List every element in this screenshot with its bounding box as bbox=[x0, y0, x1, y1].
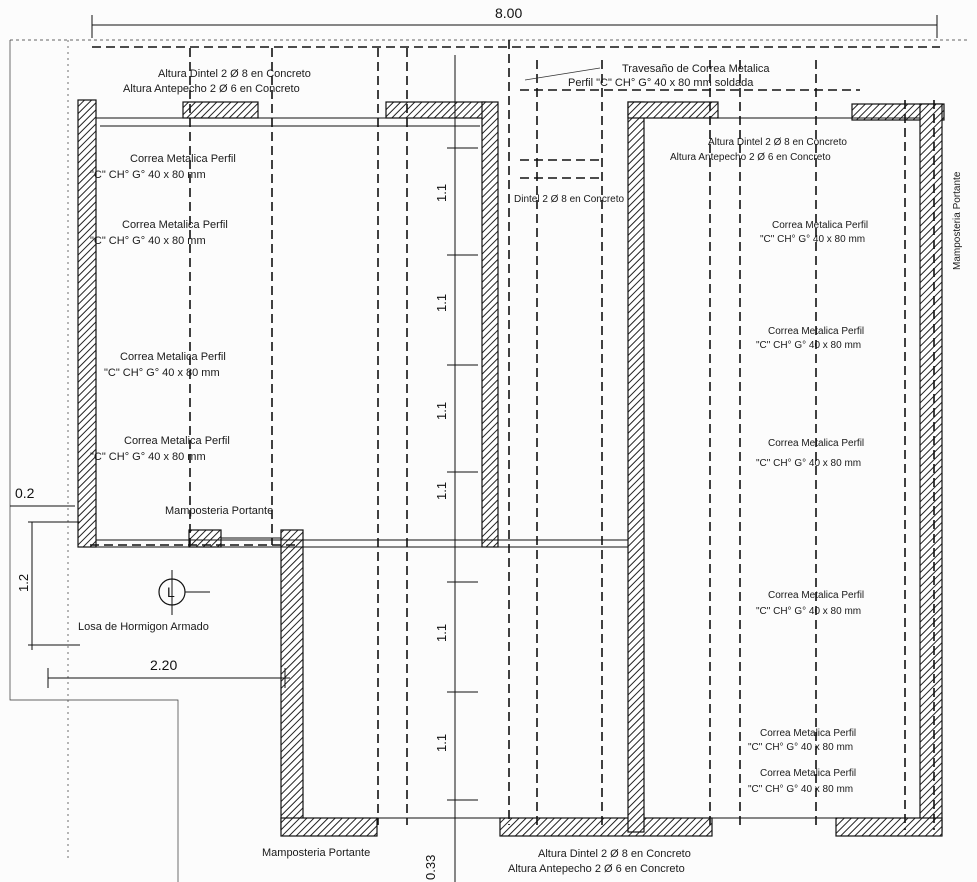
wall-lower-west bbox=[280, 529, 304, 831]
top-left-antepecho: Altura Antepecho 2 Ø 6 en Concreto bbox=[123, 83, 300, 95]
wall-left-room-east bbox=[481, 101, 499, 548]
overall-dimension: 8.00 bbox=[10, 5, 970, 41]
spacing-1-label: 1.1 bbox=[434, 184, 449, 202]
central-dimension-line: 1.1 1.1 1.1 1.1 1.1 1.1 0.33 bbox=[423, 55, 478, 882]
left-purlin-1-spec: "C" CH° G° 40 x 80 mm bbox=[90, 169, 206, 181]
left-purlin-3-spec: "C" CH° G° 40 x 80 mm bbox=[104, 367, 220, 379]
slab-area: 0.2 1.2 2.20 L Losa de Hormigon Armado bbox=[10, 485, 290, 688]
wall-right-room-east bbox=[919, 103, 943, 833]
right-purlin-4-title: Correa Metalica Perfil bbox=[768, 590, 864, 601]
right-dintel: Altura Dintel 2 Ø 8 en Concreto bbox=[708, 137, 847, 148]
right-purlin-6-title: Correa Metalica Perfil bbox=[760, 768, 856, 779]
right-purlin-2-title: Correa Metalica Perfil bbox=[768, 326, 864, 337]
right-purlin-3-spec: "C" CH° G° 40 x 80 mm bbox=[756, 458, 861, 469]
slab-label: Losa de Hormigon Armado bbox=[78, 621, 209, 633]
mamposteria-bottom-label: Mamposteria Portante bbox=[262, 847, 370, 859]
wall-right-room-south bbox=[835, 817, 943, 837]
right-purlin-1-spec: "C" CH° G° 40 x 80 mm bbox=[760, 234, 865, 245]
spacing-3-label: 1.1 bbox=[434, 402, 449, 420]
mamposteria-side-label: Mamposteria Portante bbox=[952, 171, 963, 270]
wall-left-room-north-b bbox=[385, 101, 487, 119]
left-purlin-4-spec: "C" CH° G° 40 x 80 mm bbox=[90, 451, 206, 463]
right-purlin-6-spec: "C" CH° G° 40 x 80 mm bbox=[748, 784, 853, 795]
wall-lower-south-a bbox=[280, 817, 378, 837]
left-purlin-1-title: Correa Metalica Perfil bbox=[130, 153, 236, 165]
left-purlin-2-spec: "C" CH° G° 40 x 80 mm bbox=[90, 235, 206, 247]
slab-width-label: 2.20 bbox=[150, 657, 177, 673]
mamposteria-top-label: Mamposteria Portante bbox=[165, 505, 273, 517]
spacing-6-label: 1.1 bbox=[434, 734, 449, 752]
bottom-offset-label: 0.33 bbox=[423, 855, 438, 880]
bottom-dintel: Altura Dintel 2 Ø 8 en Concreto bbox=[538, 848, 691, 860]
spacing-4-label: 1.1 bbox=[434, 482, 449, 500]
right-purlin-3-title: Correa Metalica Perfil bbox=[768, 438, 864, 449]
wall-right-room-west bbox=[627, 101, 645, 833]
traversal-line-2: Perfil "C" CH° G° 40 x 80 mm soldada bbox=[568, 77, 754, 89]
spacing-2-label: 1.1 bbox=[434, 294, 449, 312]
top-left-dintel: Altura Dintel 2 Ø 8 en Concreto bbox=[158, 68, 311, 80]
right-purlin-5-spec: "C" CH° G° 40 x 80 mm bbox=[748, 742, 853, 753]
middle-dintel: Dintel 2 Ø 8 en Concreto bbox=[514, 194, 624, 205]
dashed-structure bbox=[90, 40, 940, 830]
wall-left-room-west bbox=[77, 99, 97, 548]
right-purlin-5-title: Correa Metalica Perfil bbox=[760, 728, 856, 739]
left-purlin-3-title: Correa Metalica Perfil bbox=[120, 351, 226, 363]
right-antepecho: Altura Antepecho 2 Ø 6 en Concreto bbox=[670, 152, 831, 163]
bottom-antepecho: Altura Antepecho 2 Ø 6 en Concreto bbox=[508, 863, 685, 875]
overall-width-label: 8.00 bbox=[495, 5, 522, 21]
section-marker-label: L bbox=[167, 584, 175, 600]
right-purlin-1-title: Correa Metalica Perfil bbox=[772, 220, 868, 231]
right-purlin-2-spec: "C" CH° G° 40 x 80 mm bbox=[756, 340, 861, 351]
spacing-5-label: 1.1 bbox=[434, 624, 449, 642]
side-offset-label: 0.2 bbox=[15, 485, 35, 501]
wall-inner-lines bbox=[96, 117, 920, 819]
right-purlin-4-spec: "C" CH° G° 40 x 80 mm bbox=[756, 606, 861, 617]
wall-lower-south-b bbox=[499, 817, 713, 837]
wall-left-room-north-a bbox=[182, 101, 259, 119]
wall-right-room-north-a bbox=[627, 101, 719, 119]
traversal-line-1: Travesaño de Correa Metalica bbox=[622, 63, 770, 75]
slab-height-label: 1.2 bbox=[16, 574, 31, 592]
left-purlin-4-title: Correa Metalica Perfil bbox=[124, 435, 230, 447]
annotations: Altura Dintel 2 Ø 8 en Concreto Altura A… bbox=[90, 63, 963, 875]
left-purlin-2-title: Correa Metalica Perfil bbox=[122, 219, 228, 231]
site-outline bbox=[9, 40, 179, 882]
walls bbox=[77, 99, 945, 837]
